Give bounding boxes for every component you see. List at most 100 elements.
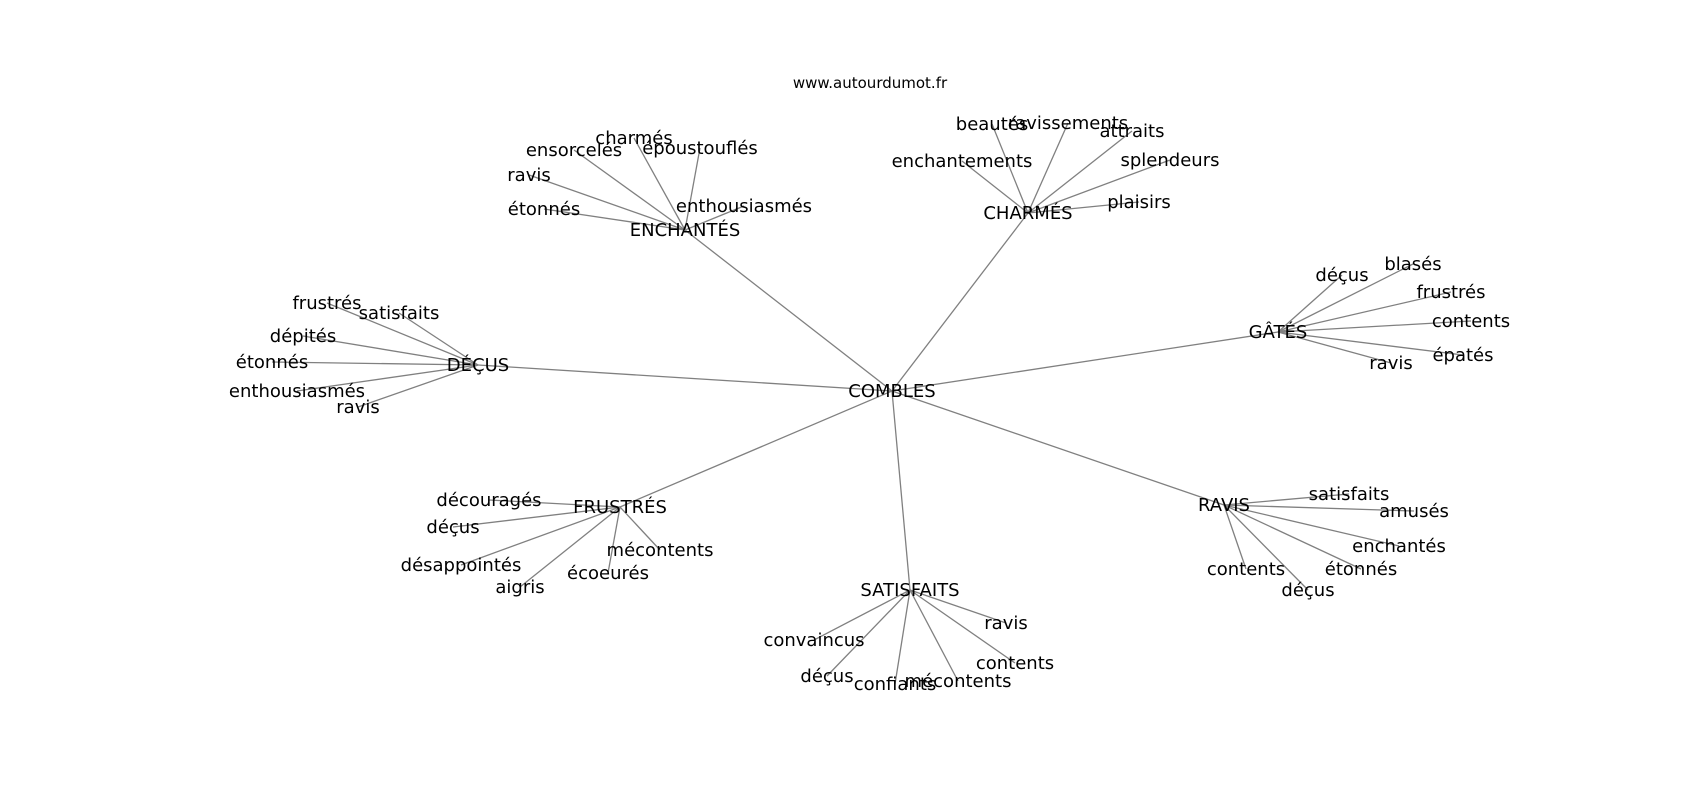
edge-enchantes-epoustoufles bbox=[684, 147, 701, 231]
hub-node-decus[interactable]: DÉÇUS bbox=[447, 354, 509, 376]
edge-frustres-decus bbox=[452, 506, 621, 528]
edge-enchantes-ensorceles bbox=[573, 149, 686, 231]
edge-decus-enthousiasmes bbox=[296, 364, 479, 392]
edge-ravis-enchantes bbox=[1223, 504, 1400, 547]
leaf-node-ravis-enchantes[interactable]: enchantés bbox=[1352, 536, 1446, 557]
leaf-node-gates-blases[interactable]: blasés bbox=[1384, 254, 1441, 275]
edge-ravis-satisfaits bbox=[1223, 493, 1350, 506]
leaf-node-decus-etonnes[interactable]: étonnés bbox=[236, 352, 308, 373]
edge-decus-satisfaits bbox=[398, 312, 479, 366]
edge-decus-ravis bbox=[357, 364, 479, 408]
edge-gates-ravis bbox=[1277, 331, 1392, 364]
edge-decus-frustres bbox=[326, 302, 479, 366]
leaf-node-enchantes-etonnes[interactable]: étonnés bbox=[508, 199, 580, 220]
leaf-node-satisfaits-mecontents[interactable]: mécontents bbox=[905, 671, 1012, 692]
leaf-node-satisfaits-confiants[interactable]: confiants bbox=[854, 674, 937, 695]
edge-frustres-desappointes bbox=[460, 506, 621, 566]
leaf-node-ravis-decus[interactable]: déçus bbox=[1281, 580, 1334, 601]
edge-satisfaits-confiants bbox=[894, 589, 911, 685]
graph-edges bbox=[271, 122, 1472, 685]
leaf-node-charmes-enchantements[interactable]: enchantements bbox=[892, 151, 1033, 172]
leaf-node-enchantes-charmes[interactable]: charmés bbox=[595, 128, 672, 149]
edge-charmes-plaisirs bbox=[1027, 201, 1140, 214]
edge-satisfaits-decus bbox=[826, 589, 911, 677]
edge-enchantes-charmes bbox=[633, 137, 686, 231]
hub-node-gates[interactable]: GÂTÉS bbox=[1249, 321, 1308, 343]
leaf-node-ravis-satisfaits[interactable]: satisfaits bbox=[1309, 484, 1390, 505]
edge-enchantes-ravis bbox=[528, 174, 686, 231]
edge-frustres-mecontents bbox=[619, 506, 661, 551]
leaf-node-decus-depites[interactable]: dépités bbox=[270, 326, 336, 347]
edge-gates-decus bbox=[1277, 274, 1343, 333]
edge-enchantes-enthousiasmes bbox=[684, 205, 745, 231]
edge-root-charmes bbox=[891, 212, 1029, 392]
edge-charmes-ravissements bbox=[1027, 122, 1069, 214]
leaf-node-frustres-ecoeures[interactable]: écoeurés bbox=[567, 563, 649, 584]
leaf-node-frustres-desappointes[interactable]: désappointés bbox=[401, 555, 522, 576]
leaf-node-ravis-etonnes[interactable]: étonnés bbox=[1325, 559, 1397, 580]
leaf-node-charmes-beautes[interactable]: beautés bbox=[956, 114, 1028, 135]
edge-satisfaits-ravis bbox=[909, 589, 1007, 624]
edge-gates-blases bbox=[1277, 263, 1414, 333]
leaf-node-satisfaits-decus[interactable]: déçus bbox=[800, 666, 853, 687]
edge-root-ravis bbox=[891, 390, 1225, 506]
edge-satisfaits-contents bbox=[909, 589, 1016, 664]
leaf-node-enchantes-ensorceles[interactable]: ensorcelés bbox=[526, 140, 622, 161]
leaf-node-frustres-mecontents[interactable]: mécontents bbox=[607, 540, 714, 561]
root-node-label[interactable]: COMBLES bbox=[848, 381, 935, 402]
leaf-node-decus-ravis[interactable]: ravis bbox=[336, 397, 379, 418]
edge-frustres-decourages bbox=[488, 499, 621, 508]
hub-node-frustres[interactable]: FRUSTRÉS bbox=[573, 496, 667, 518]
hub-node-charmes[interactable]: CHARMÉS bbox=[983, 202, 1072, 224]
hub-node-satisfaits[interactable]: SATISFAITS bbox=[860, 580, 959, 601]
leaf-node-decus-enthousiasmes[interactable]: enthousiasmés bbox=[229, 381, 365, 402]
edge-gates-epates bbox=[1277, 331, 1464, 356]
edge-satisfaits-mecontents bbox=[909, 589, 959, 682]
hub-node-enchantes[interactable]: ENCHANTÉS bbox=[630, 219, 741, 241]
leaf-node-gates-ravis[interactable]: ravis bbox=[1369, 353, 1412, 374]
edge-charmes-beautes bbox=[991, 123, 1029, 214]
edge-root-enchantes bbox=[684, 229, 893, 392]
edge-ravis-amuses bbox=[1223, 504, 1415, 512]
leaf-node-satisfaits-contents[interactable]: contents bbox=[976, 653, 1054, 674]
leaf-node-enchantes-epoustoufles[interactable]: époustouflés bbox=[642, 138, 758, 159]
edge-ravis-decus bbox=[1223, 504, 1309, 591]
leaf-node-ravis-amuses[interactable]: amusés bbox=[1379, 501, 1449, 522]
leaf-node-gates-decus[interactable]: déçus bbox=[1315, 265, 1368, 286]
leaf-node-decus-frustres[interactable]: frustrés bbox=[292, 293, 361, 314]
leaf-node-charmes-plaisirs[interactable]: plaisirs bbox=[1107, 192, 1171, 213]
edge-charmes-attraits bbox=[1027, 130, 1133, 214]
edge-root-satisfaits bbox=[891, 390, 911, 591]
leaf-node-enchantes-ravis[interactable]: ravis bbox=[507, 165, 550, 186]
site-url-label[interactable]: www.autourdumot.fr bbox=[793, 74, 948, 92]
leaf-node-ravis-contents[interactable]: contents bbox=[1207, 559, 1285, 580]
leaf-node-frustres-aigris[interactable]: aigris bbox=[495, 577, 544, 598]
leaf-node-decus-satisfaits[interactable]: satisfaits bbox=[359, 303, 440, 324]
leaf-node-gates-contents[interactable]: contents bbox=[1432, 311, 1510, 332]
leaf-node-gates-epates[interactable]: épatés bbox=[1432, 345, 1493, 366]
edge-gates-contents bbox=[1277, 320, 1472, 333]
edge-frustres-aigris bbox=[519, 506, 621, 588]
edge-ravis-contents bbox=[1223, 504, 1247, 570]
leaf-node-charmes-attraits[interactable]: attraits bbox=[1099, 121, 1164, 142]
hub-node-ravis[interactable]: RAVIS bbox=[1198, 495, 1250, 516]
edge-decus-etonnes bbox=[271, 361, 479, 366]
edge-decus-depites bbox=[302, 335, 479, 366]
graph-labels: www.autourdumot.fr COMBLES ENCHANTÉS ensor… bbox=[229, 74, 1510, 695]
leaf-node-satisfaits-convaincus[interactable]: convaincus bbox=[763, 630, 864, 651]
leaf-node-gates-frustres[interactable]: frustrés bbox=[1416, 282, 1485, 303]
edge-root-gates bbox=[891, 331, 1279, 392]
leaf-node-frustres-decus[interactable]: déçus bbox=[426, 517, 479, 538]
edge-satisfaits-convaincus bbox=[813, 589, 911, 641]
edge-charmes-enchantements bbox=[961, 160, 1029, 214]
edge-charmes-splendeurs bbox=[1027, 159, 1171, 214]
edge-root-frustres bbox=[619, 390, 893, 508]
leaf-node-charmes-ravissements[interactable]: ravissements bbox=[1008, 113, 1128, 134]
leaf-node-enchantes-enthousiasmes[interactable]: enthousiasmés bbox=[676, 196, 812, 217]
leaf-node-frustres-decourages[interactable]: découragés bbox=[436, 490, 541, 511]
edge-gates-frustres bbox=[1277, 291, 1452, 333]
leaf-node-charmes-splendeurs[interactable]: splendeurs bbox=[1121, 150, 1220, 171]
edge-ravis-etonnes bbox=[1223, 504, 1362, 570]
leaf-node-satisfaits-ravis[interactable]: ravis bbox=[984, 613, 1027, 634]
